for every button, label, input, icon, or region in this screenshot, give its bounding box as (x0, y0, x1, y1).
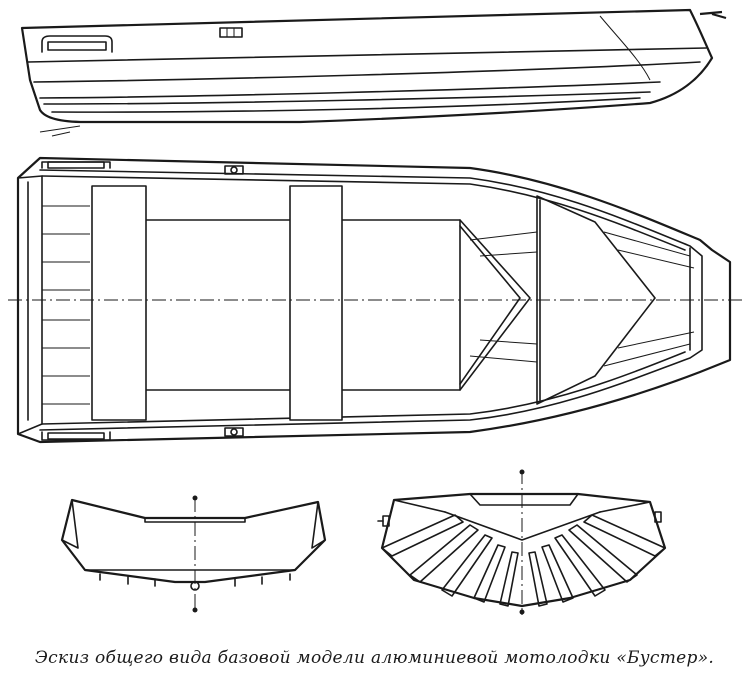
stern-section (60, 495, 327, 613)
figure-caption: Эскиз общего вида базовой модели алюмини… (34, 648, 715, 668)
bow-section (377, 469, 667, 615)
cleat-icon (219, 27, 243, 38)
stern-seat (91, 185, 147, 421)
cleat-icon (224, 165, 244, 175)
cleat-icon (224, 427, 244, 437)
handle-icon (41, 35, 113, 53)
top-view (8, 156, 742, 444)
middle-seat (289, 185, 343, 421)
side-view (20, 8, 727, 137)
handle-icon (41, 161, 111, 169)
handle-icon (41, 431, 111, 441)
